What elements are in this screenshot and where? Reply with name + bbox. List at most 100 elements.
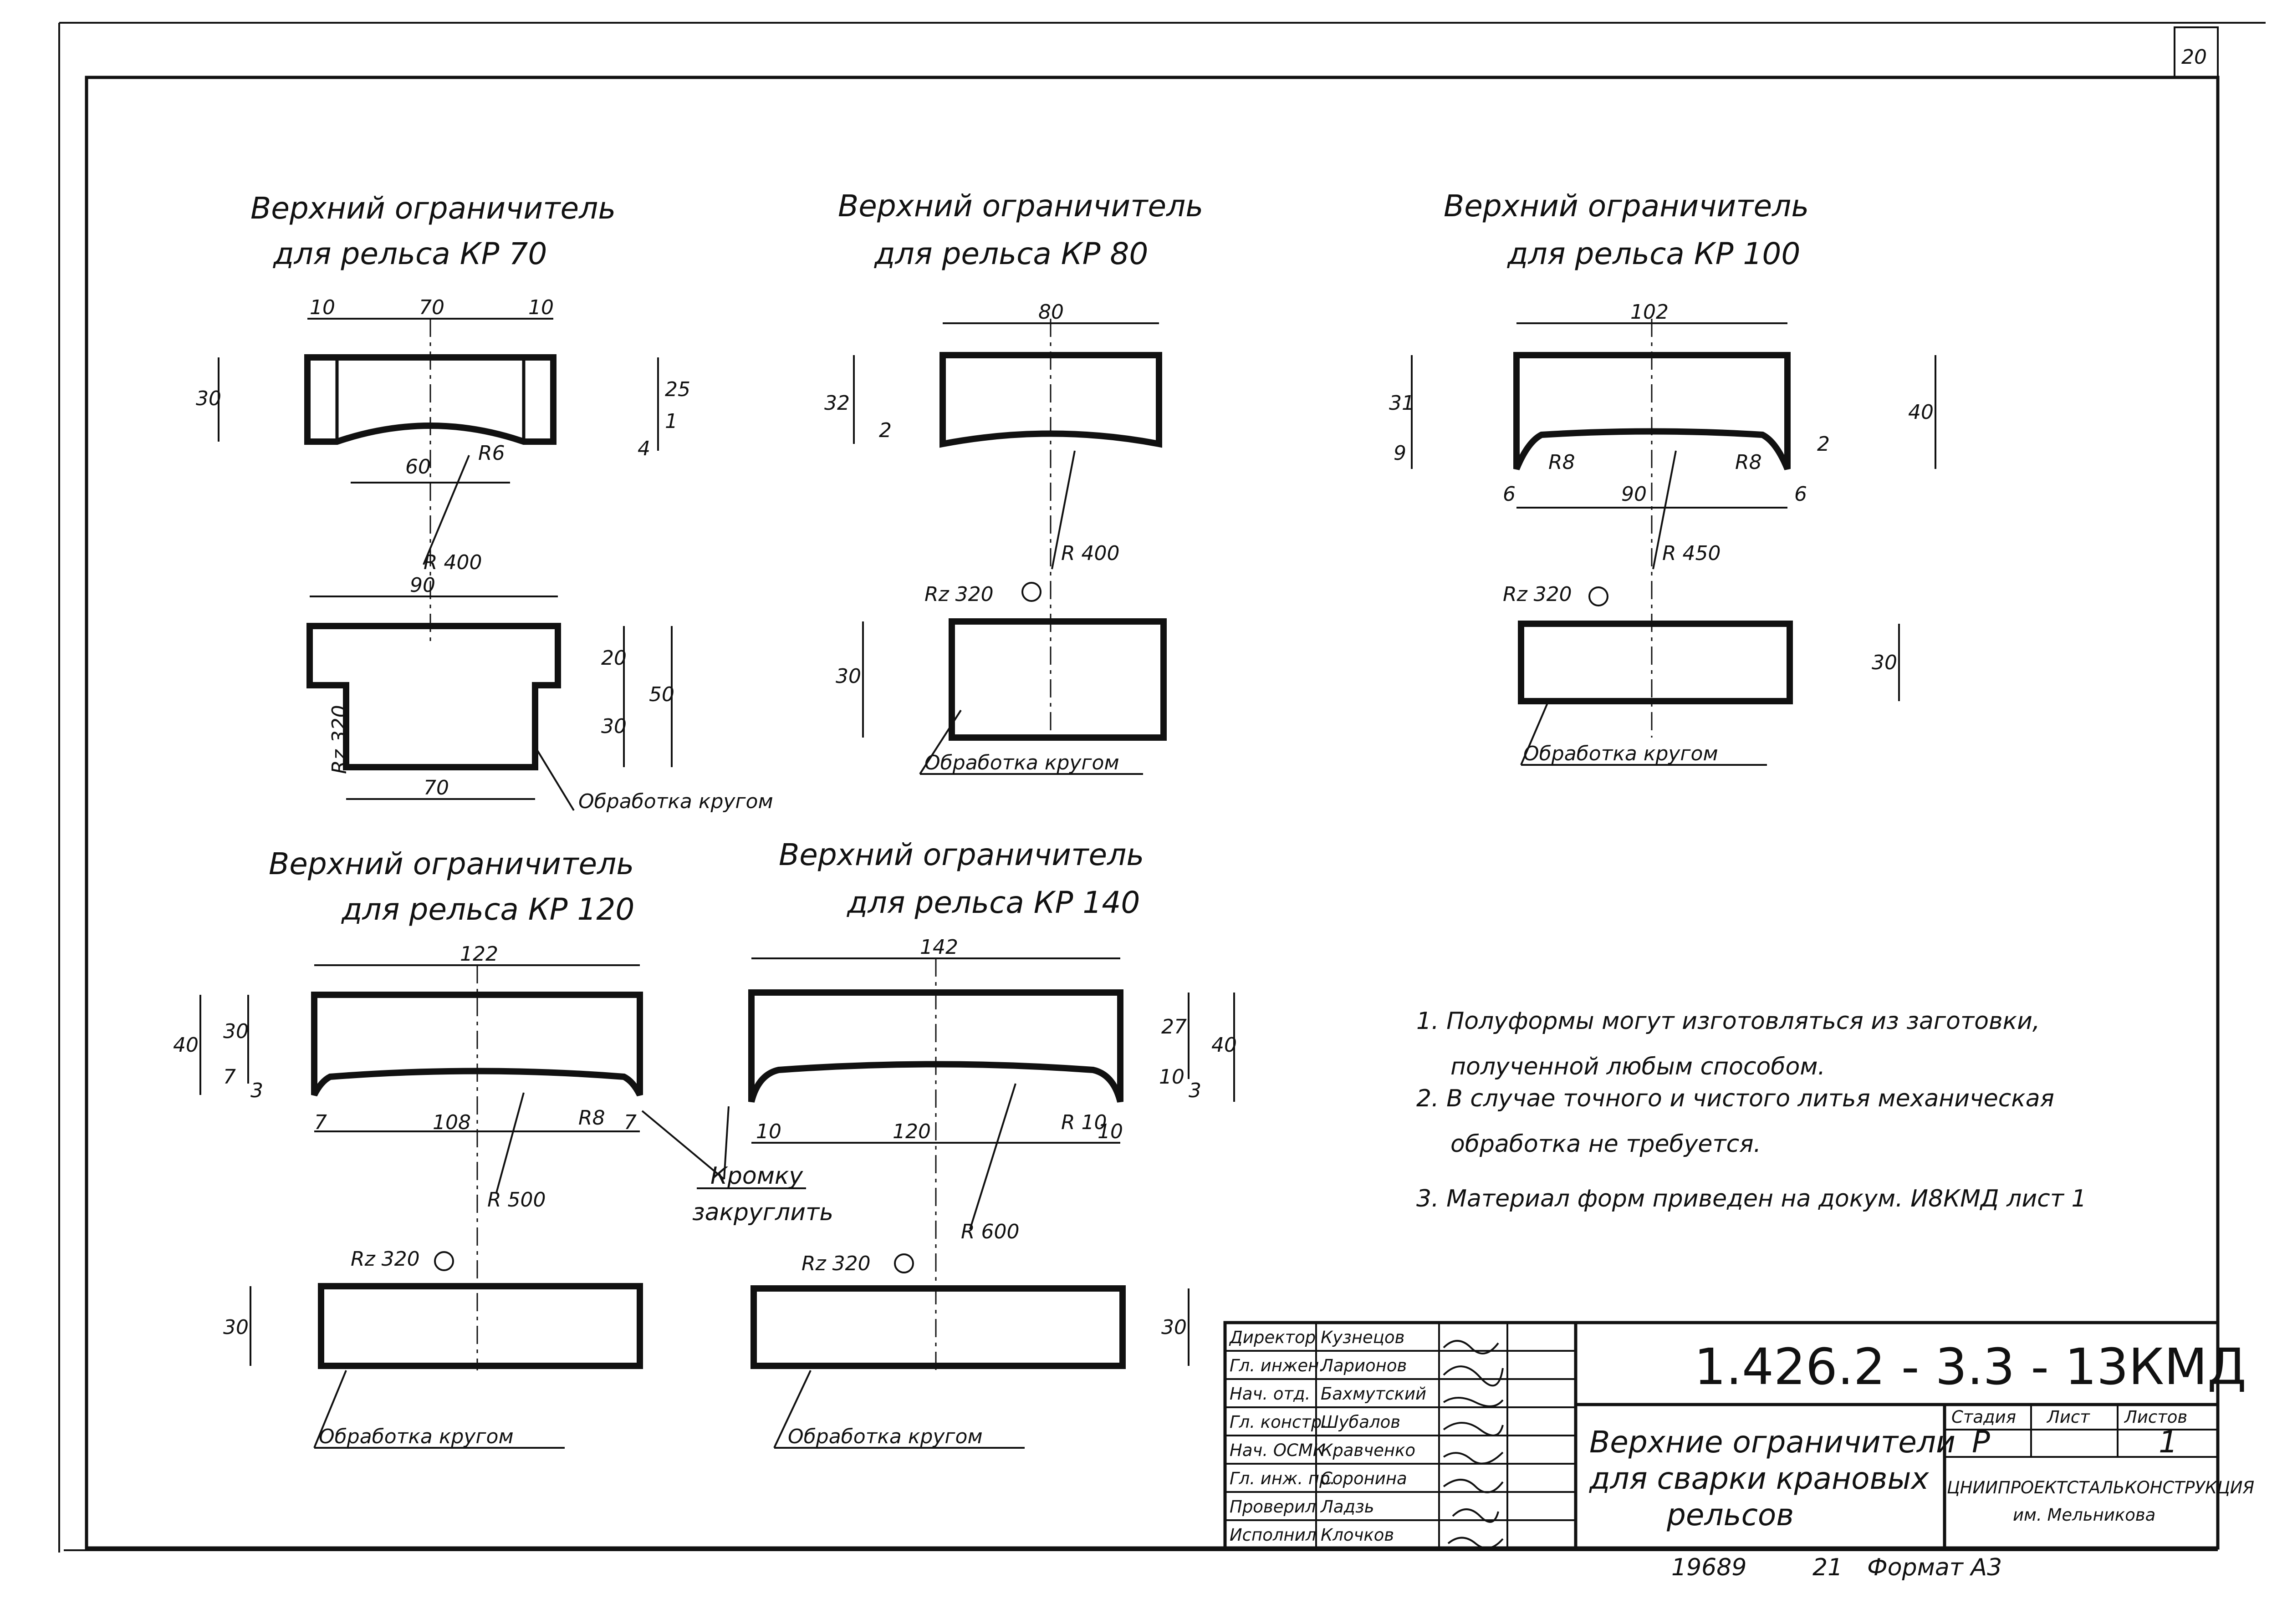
view-kr80-title-1: Верхний ограничитель (838, 188, 1203, 224)
kr70-roughness: Rz 320 (328, 705, 351, 774)
drawing-title-3: рельсов (1666, 1497, 1794, 1532)
kr80-dim-5: 30 (836, 665, 861, 688)
kr100-dim-4: 9 (1394, 442, 1406, 465)
signature-scribbles (1443, 1340, 1504, 1549)
view-kr100-title-1: Верхний ограничитель (1444, 188, 1809, 224)
kr70-dim-15: 70 (424, 776, 449, 799)
view-kr70: Верхний ограничитель для рельса КР 70 10… (196, 191, 773, 813)
note-line-5: 3. Материал форм приведен на докум. И8КМ… (1416, 1185, 2087, 1212)
kr140-process: Обработка кругом (788, 1425, 983, 1448)
title-block: Директор Кузнецов Гл. инжен. Ларионов На… (1223, 1321, 2254, 1550)
kr120-dim-11: 30 (223, 1316, 249, 1339)
kr80-dim-2: 32 (824, 392, 850, 415)
drawing-title-2: для сварки крановых (1589, 1461, 1930, 1496)
drawing-title-1: Верхние ограничители (1589, 1425, 1955, 1460)
sig-name-4: Шубалов (1321, 1412, 1400, 1432)
kr80-plan-outline (949, 618, 1167, 741)
kr70-dim-11: 90 (410, 574, 435, 597)
kr140-plan-outline (750, 1285, 1126, 1369)
sig-role-6: Гл. инж. пр. (1230, 1469, 1335, 1488)
kr80-process: Обработка кругом (924, 751, 1119, 774)
kr120-dim-5: 3 (250, 1079, 263, 1102)
kr100-dim-11: R 450 (1662, 542, 1721, 565)
kr70-dim-10: R 400 (424, 551, 482, 574)
kr100-roughness: Rz 320 (1503, 583, 1572, 606)
kr100-dim-2: 31 (1389, 392, 1414, 415)
kr120-side-outline (311, 992, 643, 1097)
kr100-dim-12: 30 (1872, 651, 1897, 674)
kr140-dim-4: 10 (1159, 1065, 1184, 1089)
note-line-2: полученной любым способом. (1450, 1053, 1825, 1080)
kr100-process: Обработка кругом (1523, 742, 1718, 765)
view-kr100-title-2: для рельса КР 100 (1507, 236, 1800, 271)
sig-name-2: Ларионов (1320, 1356, 1407, 1375)
kr100-dim-6: R8 (1548, 451, 1575, 474)
view-kr140: Верхний ограничитель для рельса КР 140 1… (641, 837, 1237, 1449)
kr120-dim-4: 7 (223, 1065, 236, 1089)
kr120-dim-8: 108 (433, 1111, 471, 1134)
view-kr120-title-1: Верхний ограничитель (269, 846, 634, 881)
kr140-dim-1: 142 (920, 936, 958, 959)
view-kr100: Верхний ограничитель для рельса КР 100 1… (1389, 188, 1936, 766)
kr100-side-outline (1513, 352, 1791, 470)
kr140-dim-10: R 600 (961, 1220, 1020, 1243)
view-kr140-title-2: для рельса КР 140 (847, 885, 1140, 920)
kr140-dim-8: 120 (893, 1120, 931, 1143)
footer-format: Формат А3 (1867, 1554, 2002, 1581)
kr70-dim-2: 70 (419, 296, 444, 319)
kr120-dim-6: R8 (578, 1106, 605, 1130)
kr140-dim-6: R 10 (1061, 1111, 1107, 1134)
note-line-3: 2. В случае точного и чистого литья меха… (1416, 1085, 2054, 1112)
kr100-dim-7: R8 (1735, 451, 1762, 474)
kr70-dim-14: 50 (649, 683, 674, 706)
kr140-dim-11: 30 (1161, 1316, 1187, 1339)
sheets-value: 1 (2159, 1425, 2178, 1460)
kr140-dim-2: 27 (1161, 1015, 1187, 1039)
view-kr70-title-1: Верхний ограничитель (250, 191, 616, 226)
kr140-dim-7: 10 (756, 1120, 781, 1143)
note-line-1: 1. Полуформы могут изготовляться из заго… (1416, 1008, 2040, 1035)
org-name: ЦНИИПРОЕКТСТАЛЬКОНСТРУКЦИЯ (1947, 1478, 2254, 1497)
sig-role-8: Исполнил (1230, 1525, 1316, 1545)
kr80-dim-4: R 400 (1061, 542, 1120, 565)
sig-role-5: Нач. ОСМК (1230, 1441, 1326, 1460)
kr120-dim-2: 40 (173, 1033, 199, 1057)
kr100-plan-outline (1518, 621, 1793, 704)
kr100-dim-5: 2 (1817, 433, 1830, 456)
kr120-dim-7: 7 (314, 1111, 327, 1134)
org-subname: им. Мельникова (2013, 1505, 2155, 1525)
edge-note: Кромку закруглить (692, 1162, 833, 1226)
edge-note-line-2: закруглить (692, 1199, 833, 1226)
sig-name-5: Кравченко (1321, 1441, 1415, 1460)
kr140-roughness: Rz 320 (802, 1252, 871, 1275)
kr70-dim-1: 10 (310, 296, 335, 319)
kr70-dim-13: 30 (601, 715, 627, 738)
stage-value: Р (1972, 1425, 1990, 1460)
kr70-dim-5: 25 (665, 378, 690, 401)
kr100-dim-9: 90 (1621, 483, 1647, 506)
sig-role-1: Директор (1229, 1328, 1316, 1347)
kr120-plan-outline (318, 1283, 643, 1369)
view-kr80-title-2: для рельса КР 80 (874, 236, 1148, 271)
kr100-dim-1: 102 (1630, 300, 1669, 324)
kr70-dim-8: 60 (405, 455, 431, 479)
view-kr120-title-2: для рельса КР 120 (341, 892, 634, 927)
kr140-dim-5: 3 (1189, 1079, 1201, 1102)
footer-inv: 19689 (1671, 1554, 1746, 1581)
view-kr140-title-1: Верхний ограничитель (779, 837, 1144, 872)
view-kr80: Верхний ограничитель для рельса КР 80 80… (824, 188, 1203, 775)
sig-name-3: Бахмутский (1321, 1384, 1426, 1404)
edge-note-line-1: Кромку (710, 1162, 803, 1190)
sig-name-1: Кузнецов (1321, 1328, 1404, 1347)
kr80-dim-3: 2 (879, 419, 892, 442)
kr100-dim-8: 6 (1503, 483, 1516, 506)
sig-role-2: Гл. инжен. (1230, 1356, 1324, 1375)
sheet-number: 20 (2181, 46, 2207, 69)
kr100-dim-10: 6 (1794, 483, 1807, 506)
kr140-side-outline (748, 989, 1123, 1103)
kr140-dim-3: 40 (1211, 1033, 1237, 1057)
kr140-dim-9: 10 (1098, 1120, 1123, 1143)
kr100-dim-3: 40 (1908, 401, 1934, 424)
kr80-side-outline (939, 352, 1162, 448)
